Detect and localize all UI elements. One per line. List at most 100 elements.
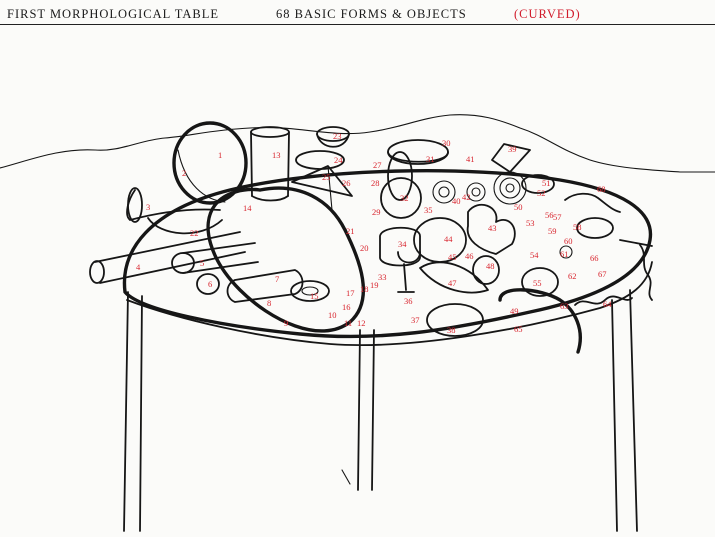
object-number: 37 [411, 315, 420, 325]
object-number: 6 [208, 279, 212, 289]
header-title: FIRST MORPHOLOGICAL TABLE [7, 7, 219, 21]
object-number: 18 [360, 284, 369, 294]
disk-2-object [426, 303, 484, 337]
object-number: 64 [603, 299, 612, 309]
horizon-hills [0, 114, 715, 173]
object-number: 15 [310, 291, 319, 301]
object-number: 34 [398, 239, 407, 249]
ring-small-object [559, 245, 573, 259]
object-number: 33 [378, 272, 387, 282]
object-number: 68 [597, 184, 606, 194]
rod-object [619, 239, 653, 247]
object-number: 50 [514, 202, 523, 212]
object-number: 62 [568, 271, 577, 281]
sphere-2-object [380, 177, 422, 219]
object-number: 3 [146, 202, 150, 212]
object-number: 29 [372, 207, 381, 217]
header-subtitle: 68 BASIC FORMS & OBJECTS [276, 7, 467, 21]
object-number: 31 [426, 154, 435, 164]
object-number: 59 [548, 226, 557, 236]
object-number: 54 [530, 250, 539, 260]
table-legs [123, 289, 638, 532]
object-number: 20 [360, 243, 369, 253]
object-number: 51 [542, 178, 551, 188]
object-number: 21 [346, 226, 355, 236]
object-number: 32 [400, 193, 409, 203]
pear-object [472, 255, 500, 285]
object-number: 39 [508, 144, 517, 154]
object-number: 4 [136, 262, 141, 272]
leaf-object [419, 261, 489, 294]
object-number: 55 [533, 278, 542, 288]
object-number: 23 [333, 131, 342, 141]
object-number: 30 [442, 138, 451, 148]
short-cylinder-object [379, 226, 421, 267]
object-number: 25 [322, 172, 331, 182]
object-numbers: 1 2 3 4 5 6 7 8 9 10 11 12 13 14 15 16 1… [136, 131, 612, 335]
table-top [122, 169, 653, 346]
heart-object [466, 203, 516, 255]
goblet-object [397, 251, 421, 293]
object-number: 65 [514, 324, 523, 334]
object-number: 40 [452, 196, 461, 206]
object-number: 10 [328, 310, 337, 320]
object-number: 58 [573, 222, 582, 232]
object-number: 5 [200, 258, 204, 268]
object-number: 57 [553, 212, 562, 222]
object-number: 52 [537, 188, 546, 198]
object-number: 8 [267, 298, 271, 308]
object-number: 17 [346, 288, 355, 298]
bowl-2-object [147, 217, 223, 235]
loop-object [576, 217, 614, 239]
header-curved-tag: (CURVED) [514, 7, 581, 21]
object-number: 49 [510, 306, 519, 316]
object-number: 19 [370, 280, 379, 290]
hook-wire-object [498, 288, 582, 354]
sphere-object [172, 121, 248, 205]
object-number: 38 [447, 325, 456, 335]
object-number: 2 [182, 168, 186, 178]
tube-object [89, 231, 246, 284]
object-number: 46 [465, 251, 474, 261]
capsule-object [226, 269, 304, 303]
object-number: 35 [424, 205, 433, 215]
object-number: 13 [272, 150, 281, 160]
cylinder-object [250, 126, 290, 202]
wavy-object [574, 295, 633, 306]
ring-object [290, 280, 330, 302]
object-number: 43 [488, 223, 497, 233]
oval-object [521, 174, 555, 194]
snake-object [639, 244, 653, 301]
horn-object [126, 189, 221, 221]
header-rule [0, 24, 715, 25]
object-number: 16 [342, 302, 351, 312]
object-number: 48 [486, 261, 495, 271]
object-number: 42 [462, 192, 471, 202]
table-objects [89, 121, 653, 354]
wire-loop [206, 186, 366, 333]
spiral-objects [432, 171, 527, 205]
egg-2-object [413, 217, 467, 263]
object-number: 24 [334, 155, 343, 165]
object-number: 12 [357, 318, 366, 328]
object-number: 22 [190, 228, 199, 238]
object-number: 7 [275, 274, 279, 284]
object-number: 63 [560, 301, 569, 311]
object-number: 45 [448, 252, 457, 262]
object-number: 11 [344, 318, 352, 328]
object-number: 28 [371, 178, 380, 188]
circle-object [521, 267, 559, 297]
object-number: 61 [560, 249, 569, 259]
object-number: 60 [564, 236, 573, 246]
chain-object [564, 192, 621, 213]
object-number: 41 [466, 154, 475, 164]
object-number: 27 [373, 160, 382, 170]
object-number: 9 [284, 318, 288, 328]
object-number: 14 [243, 203, 252, 213]
object-number: 1 [218, 150, 222, 160]
object-number: 56 [545, 210, 554, 220]
object-number: 44 [444, 234, 453, 244]
egg-object [196, 273, 220, 295]
